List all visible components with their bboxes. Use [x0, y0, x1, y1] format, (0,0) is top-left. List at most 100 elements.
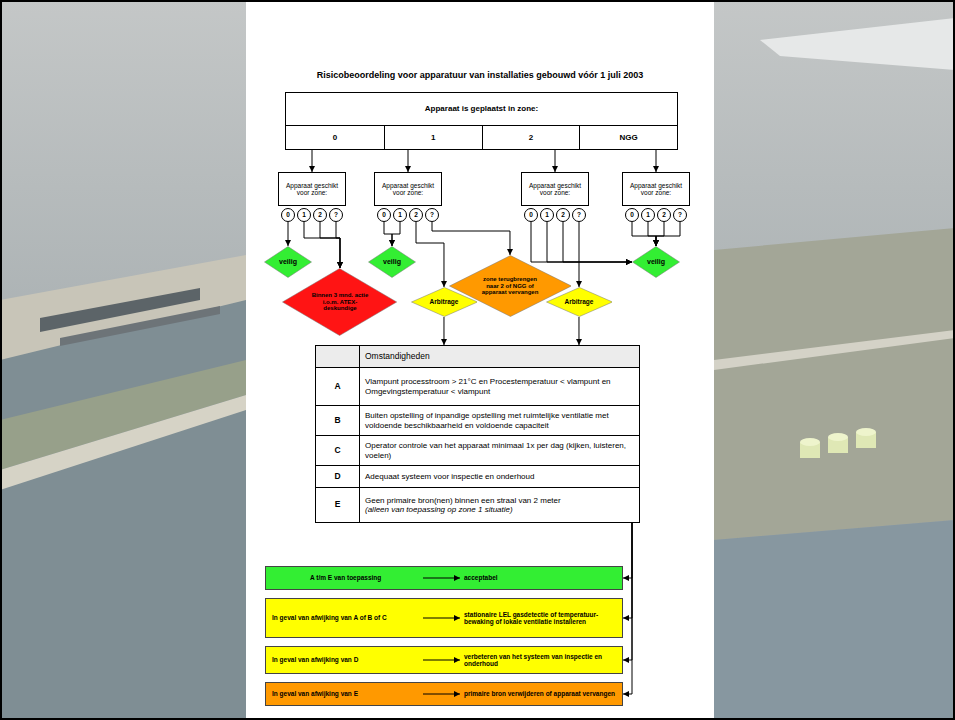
flow-arrow — [320, 222, 340, 268]
band-text: In geval van afwijking van E — [272, 690, 420, 697]
measure-band: In geval van afwijking van D verbeteren v… — [265, 646, 623, 674]
outcome-diamond: Arbitrage — [546, 287, 613, 317]
band-text: In geval van afwijking van D — [272, 656, 420, 663]
box-label: Apparaat geschikt voor zone: — [626, 182, 686, 197]
band-text: primaire bron verwijderen of apparaat ve… — [464, 690, 622, 697]
flow-arrow — [408, 149, 409, 172]
diamond-outline — [265, 247, 312, 278]
option-label: ? — [430, 212, 434, 219]
diamond-outline — [546, 288, 612, 317]
zone-option-circle: 0 — [625, 208, 639, 222]
option-label: 1 — [646, 212, 650, 219]
flow-arrow — [656, 149, 657, 172]
outcome-label: Binnen 3 mnd. actie i.o.m. ATEX-deskundi… — [309, 292, 371, 313]
flow-arrow — [443, 317, 444, 345]
flow-arrow — [312, 149, 313, 172]
flow-arrow — [623, 523, 632, 578]
diamond-outline — [369, 247, 416, 278]
outcome-label: veilig — [383, 258, 401, 266]
measure-band: A t/m E van toepassing acceptabel — [265, 566, 623, 590]
conditions-table: OmstandighedenAVlampunt processtroom > 2… — [315, 345, 640, 523]
band-text: acceptabel — [464, 574, 622, 581]
zone-option-circle: 2 — [556, 208, 570, 222]
aircraft-wing — [760, 18, 955, 70]
road — [714, 330, 955, 370]
measure-band: In geval van afwijking van E primaire bro… — [265, 682, 623, 706]
table-text: C — [334, 446, 340, 456]
measure-band: In geval van afwijking van A of B of Cst… — [265, 598, 623, 638]
zone-option-circle: 2 — [657, 208, 671, 222]
zone-header-box: Apparaat is geplaatst in zone: 0 1 2 NGG — [285, 92, 678, 150]
table-cell: Geen primaire bron(nen) binnen een straa… — [360, 488, 639, 522]
table-cell: Buiten opstelling of inpandige opstellin… — [360, 406, 639, 436]
band-text: A t/m E van toepassing — [310, 574, 420, 581]
zone-option-circle: 1 — [641, 208, 655, 222]
table-cell: D — [316, 466, 360, 488]
option-label: 2 — [561, 212, 565, 219]
flow-arrow — [555, 149, 556, 172]
flow-arrow — [547, 222, 632, 262]
diamond-outline — [283, 269, 397, 336]
container-rows — [60, 306, 220, 346]
header-label: Apparaat is geplaatst in zone: — [286, 93, 677, 125]
table-cell: E — [316, 488, 360, 522]
diamond-outline — [633, 247, 680, 278]
zone-label: NGG — [620, 133, 638, 142]
zone-cell: 2 — [482, 125, 580, 149]
land — [714, 228, 955, 540]
flow-arrow — [623, 523, 632, 618]
outcome-diamond: zone terugbrengen naar 2 of NGG of appar… — [449, 255, 572, 317]
zone-option-circle: 1 — [393, 208, 407, 222]
flow-arrow — [632, 222, 656, 246]
band-text: verbeteren van het systeem van inspectie… — [464, 653, 622, 668]
zone-option-circle: 2 — [313, 208, 327, 222]
zone-label: 1 — [431, 133, 435, 142]
box-label: Apparaat geschikt voor zone: — [282, 182, 342, 197]
option-label: 1 — [398, 212, 402, 219]
table-text: Buiten opstelling of inpandige opstellin… — [365, 411, 634, 429]
table-cell: Vlampunt processtroom > 21°C en Proceste… — [360, 368, 639, 406]
title-holder: Risicobeoordeling voor apparatuur van in… — [246, 70, 714, 80]
outcome-label: veilig — [647, 258, 665, 266]
option-label: 0 — [286, 212, 290, 219]
table-cell — [316, 346, 360, 368]
flow-arrow — [648, 222, 656, 246]
band-arrow — [420, 690, 464, 698]
flow-arrow — [656, 222, 680, 246]
sea — [714, 520, 955, 720]
flow-arrow — [563, 222, 632, 262]
option-label: ? — [334, 212, 338, 219]
option-label: 1 — [545, 212, 549, 219]
flow-arrow — [579, 222, 580, 287]
diamond-outline — [449, 256, 571, 317]
outcome-diamond: veilig — [632, 246, 680, 278]
flow-arrow — [288, 222, 289, 246]
zone-label: 0 — [333, 133, 337, 142]
band-text: In geval van afwijking van A of B of C — [272, 614, 420, 621]
suitability-box: Apparaat geschikt voor zone: — [374, 172, 442, 206]
zone-option-circle: 0 — [377, 208, 391, 222]
table-text: E — [335, 500, 341, 510]
option-label: ? — [678, 212, 682, 219]
outcome-label: Arbitrage — [430, 298, 459, 305]
outcome-diamond: Binnen 3 mnd. actie i.o.m. ATEX-deskundi… — [282, 268, 397, 336]
flow-arrow — [531, 222, 632, 262]
zone-cell: 1 — [384, 125, 482, 149]
storage-tanks — [800, 428, 876, 458]
table-cell: C — [316, 436, 360, 466]
zone-cell: 0 — [286, 125, 384, 149]
flow-arrow — [392, 222, 400, 246]
quay — [0, 255, 246, 360]
outcome-label: zone terugbrengen naar 2 of NGG of appar… — [479, 276, 541, 297]
outcome-label: veilig — [279, 258, 297, 266]
table-text: (alleen van toepassing op zone 1 situati… — [365, 505, 634, 514]
shoreline — [0, 395, 246, 490]
zone-option-circle: 0 — [281, 208, 295, 222]
option-label: 2 — [662, 212, 666, 219]
option-label: 2 — [414, 212, 418, 219]
band-arrow — [420, 574, 464, 582]
box-label: Apparaat geschikt voor zone: — [525, 182, 585, 197]
flow-arrow — [578, 317, 579, 345]
zone-cell: NGG — [579, 125, 677, 149]
option-label: 0 — [382, 212, 386, 219]
